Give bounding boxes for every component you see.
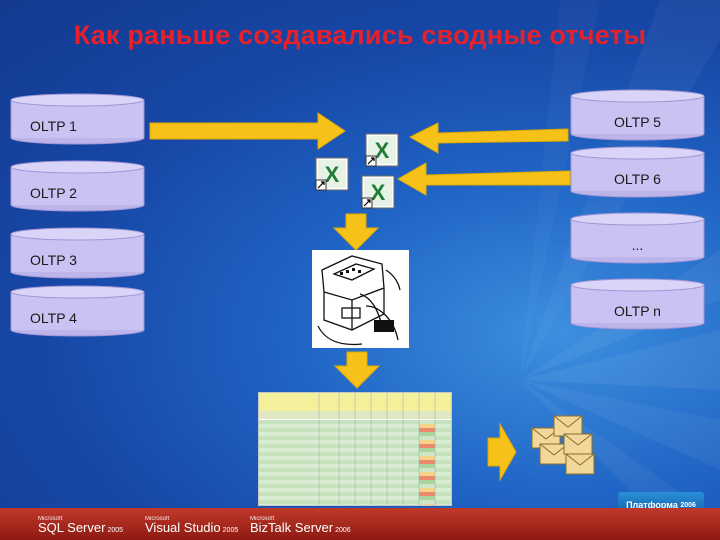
arrow-right-icon bbox=[149, 112, 346, 150]
svg-text:X: X bbox=[325, 162, 340, 187]
envelope-stack-icon bbox=[531, 415, 595, 475]
report-cell-highlight bbox=[419, 452, 435, 456]
source-cylinder-ellipsis: ... bbox=[570, 212, 705, 264]
report-cell-highlight bbox=[419, 424, 435, 428]
source-cylinder-oltp-3: OLTP 3 bbox=[10, 227, 145, 279]
report-cell-highlight bbox=[419, 440, 435, 444]
report-cell-highlight bbox=[419, 420, 435, 424]
source-cylinder-oltp-n: OLTP n bbox=[570, 278, 705, 330]
report-cell-highlight bbox=[419, 464, 435, 468]
source-label: OLTP 4 bbox=[30, 310, 77, 326]
envelope-icon bbox=[553, 415, 583, 437]
report-cell-highlight bbox=[419, 504, 435, 505]
source-cylinder-oltp-4: OLTP 4 bbox=[10, 285, 145, 337]
report-cell-highlight bbox=[419, 468, 435, 472]
arrow-right-icon bbox=[487, 422, 517, 482]
excel-file-icon: X bbox=[361, 175, 395, 209]
brand-vendor: Microsoft bbox=[38, 516, 63, 522]
database-cylinder-icon bbox=[10, 160, 145, 212]
report-cell-highlight bbox=[419, 480, 435, 484]
brand-name: BizTalk Server bbox=[250, 520, 334, 535]
report-cell-highlight bbox=[419, 500, 435, 504]
printer-icon bbox=[312, 250, 409, 348]
platform-badge-name: Платформа bbox=[626, 500, 678, 510]
report-table-icon bbox=[258, 392, 452, 506]
excel-file-icon: X bbox=[365, 133, 399, 167]
source-label: ... bbox=[631, 237, 644, 253]
report-cell-highlight bbox=[419, 472, 435, 476]
brand-vendor: Microsoft bbox=[250, 516, 275, 522]
report-cell-highlight bbox=[419, 484, 435, 488]
source-label: OLTP 1 bbox=[30, 118, 77, 134]
report-table-graphic bbox=[259, 393, 451, 505]
report-cell-highlight bbox=[419, 476, 435, 480]
database-cylinder-icon bbox=[570, 146, 705, 198]
svg-text:X: X bbox=[375, 138, 390, 163]
arrow-down-icon bbox=[332, 213, 380, 251]
arrow-left-icon bbox=[408, 122, 569, 154]
envelope-icon bbox=[565, 453, 595, 475]
brand-year: 2006 bbox=[335, 527, 351, 534]
report-cell-highlight bbox=[419, 428, 435, 432]
arrow-down-icon bbox=[333, 351, 381, 389]
platform-badge-year: 2006 bbox=[680, 501, 696, 509]
report-cell-highlight bbox=[419, 496, 435, 500]
source-label: OLTP 5 bbox=[614, 114, 661, 130]
source-cylinder-oltp-1: OLTP 1 bbox=[10, 93, 145, 145]
source-cylinder-oltp-6: OLTP 6 bbox=[570, 146, 705, 198]
report-cell-highlight bbox=[419, 460, 435, 464]
brand-name: Visual Studio bbox=[145, 520, 221, 535]
brand-name: SQL Server bbox=[38, 520, 106, 535]
flow-arrows bbox=[149, 112, 571, 196]
report-cell-highlight bbox=[419, 444, 435, 448]
report-cell-highlight bbox=[419, 492, 435, 496]
report-cell-highlight bbox=[419, 456, 435, 460]
report-cell-highlight bbox=[419, 448, 435, 452]
brand-vendor: Microsoft bbox=[145, 516, 170, 522]
envelope-icon bbox=[539, 443, 569, 465]
excel-files: X X X bbox=[315, 133, 399, 209]
report-cell-highlight bbox=[419, 488, 435, 492]
slide-title: Как раньше создавались сводные отчеты bbox=[73, 20, 647, 50]
source-label: OLTP 3 bbox=[30, 252, 77, 268]
source-cylinder-oltp-2: OLTP 2 bbox=[10, 160, 145, 212]
brand-year: 2005 bbox=[222, 527, 239, 534]
report-cell-highlight bbox=[419, 436, 435, 440]
database-cylinder-icon bbox=[10, 285, 145, 337]
database-cylinder-icon bbox=[10, 227, 145, 279]
source-label: OLTP n bbox=[614, 303, 661, 319]
database-cylinder-icon bbox=[570, 89, 705, 141]
brand-year: 2005 bbox=[107, 527, 124, 534]
source-cylinder-oltp-5: OLTP 5 bbox=[570, 89, 705, 141]
svg-text:X: X bbox=[371, 180, 386, 205]
source-label: OLTP 2 bbox=[30, 185, 77, 201]
envelope-icon bbox=[563, 433, 593, 455]
database-cylinder-icon bbox=[570, 212, 705, 264]
database-cylinder-icon bbox=[10, 93, 145, 145]
database-cylinder-icon bbox=[570, 278, 705, 330]
arrow-left-icon bbox=[396, 162, 571, 196]
report-cell-highlight bbox=[419, 432, 435, 436]
excel-file-icon: X bbox=[315, 157, 349, 191]
source-label: OLTP 6 bbox=[614, 171, 661, 187]
